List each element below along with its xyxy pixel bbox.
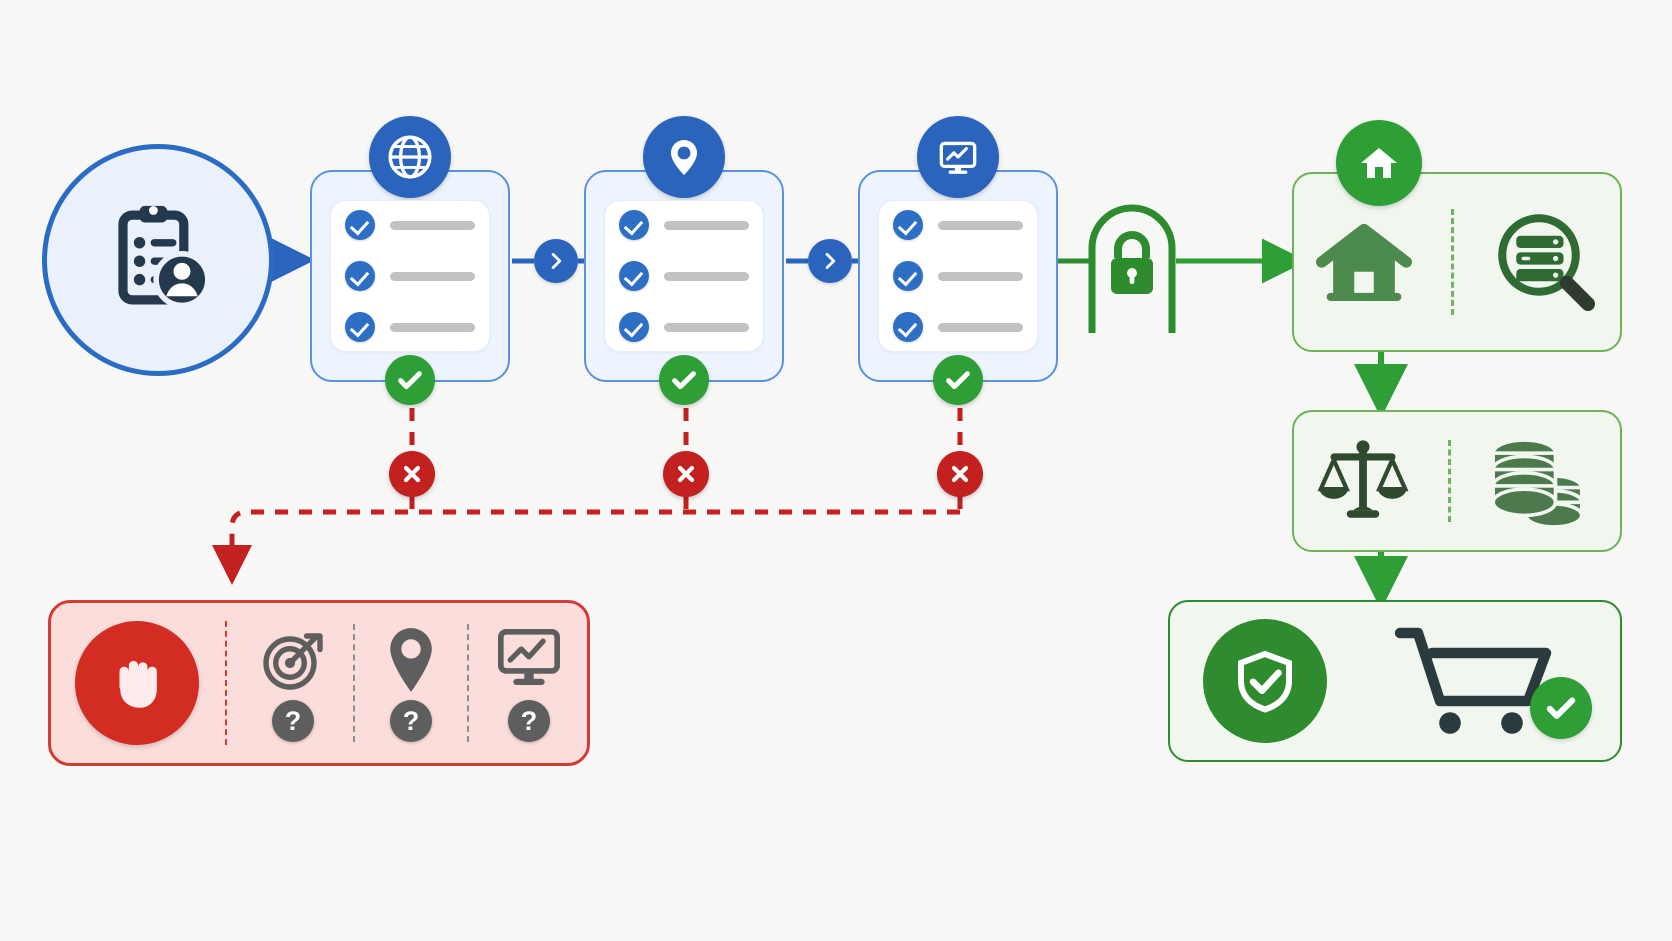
cart-check-badge-icon (1529, 677, 1592, 739)
checklist-row (893, 210, 1023, 240)
panel-divider-red (225, 620, 227, 746)
row-bar (390, 322, 475, 332)
check-icon (619, 261, 649, 291)
row-bar (664, 220, 749, 230)
checklist-row (619, 261, 749, 291)
checklist-3 (878, 200, 1038, 352)
padlock-icon (1111, 231, 1153, 294)
panel-divider-gray (467, 623, 469, 743)
check-icon (345, 210, 375, 240)
check-icon (619, 210, 649, 240)
server-search-icon (1490, 206, 1602, 318)
checklist-row (619, 210, 749, 240)
map-pin-gray-icon (381, 624, 441, 696)
row-bar (938, 271, 1023, 281)
secure-checkout-panel[interactable] (1168, 600, 1622, 762)
coin-stack-icon (1485, 431, 1603, 531)
checklist-row (345, 261, 475, 291)
monitor-chart-gray-icon (491, 624, 567, 696)
legal-finance-panel[interactable] (1292, 410, 1622, 552)
question-icon: ? (390, 700, 432, 742)
check-circle-icon (933, 355, 983, 405)
panel-divider (1451, 209, 1455, 315)
chevron-right-icon (808, 239, 852, 283)
clipboard-user-icon (99, 199, 217, 322)
reject-bus (212, 509, 960, 585)
check-icon (619, 312, 649, 342)
panel-divider-gray (353, 623, 355, 743)
question-icon: ? (508, 700, 550, 742)
checklist-row (893, 261, 1023, 291)
process-card-2[interactable] (584, 116, 784, 405)
question-icon: ? (272, 700, 314, 742)
check-icon (893, 210, 923, 240)
map-pin-icon (643, 116, 725, 198)
unknown-item-target: ? (239, 624, 347, 742)
row-bar (664, 322, 749, 332)
check-icon (345, 312, 375, 342)
unknown-item-location: ? (361, 624, 461, 742)
check-circle-icon (659, 355, 709, 405)
checklist-2 (604, 200, 764, 352)
checklist-1 (330, 200, 490, 352)
checklist-row (619, 312, 749, 342)
target-arrow-icon (257, 624, 329, 696)
home-circle-icon (1336, 120, 1422, 206)
process-card-3[interactable] (858, 116, 1058, 405)
chevron-right-icon (534, 239, 578, 283)
rejected-panel[interactable]: ? ? ? (48, 600, 590, 766)
monitor-chart-icon (917, 116, 999, 198)
stop-hand-icon (75, 621, 199, 745)
row-bar (938, 322, 1023, 332)
unknown-item-analytics: ? (475, 624, 583, 742)
row-bar (390, 271, 475, 281)
start-node-applicant[interactable] (42, 144, 274, 376)
checklist-row (345, 312, 475, 342)
check-circle-icon (385, 355, 435, 405)
process-card-1[interactable] (310, 116, 510, 405)
property-verification-panel[interactable] (1292, 172, 1622, 352)
checklist-row (893, 312, 1023, 342)
x-circle-icon-2 (663, 451, 709, 497)
security-gate[interactable] (1085, 196, 1179, 336)
globe-icon (369, 116, 451, 198)
stop-hand-slot (75, 621, 199, 745)
check-icon (345, 261, 375, 291)
row-bar (664, 271, 749, 281)
x-circle-icon-3 (937, 451, 983, 497)
house-icon (1312, 210, 1416, 314)
row-bar (390, 220, 475, 230)
cart-check-icon (1392, 621, 1592, 741)
check-icon (893, 312, 923, 342)
scales-icon (1311, 429, 1415, 533)
check-icon (893, 261, 923, 291)
shield-check-icon (1202, 619, 1327, 743)
checklist-row (345, 210, 475, 240)
x-circle-icon-1 (389, 451, 435, 497)
row-bar (938, 220, 1023, 230)
panel-divider (1448, 439, 1452, 523)
